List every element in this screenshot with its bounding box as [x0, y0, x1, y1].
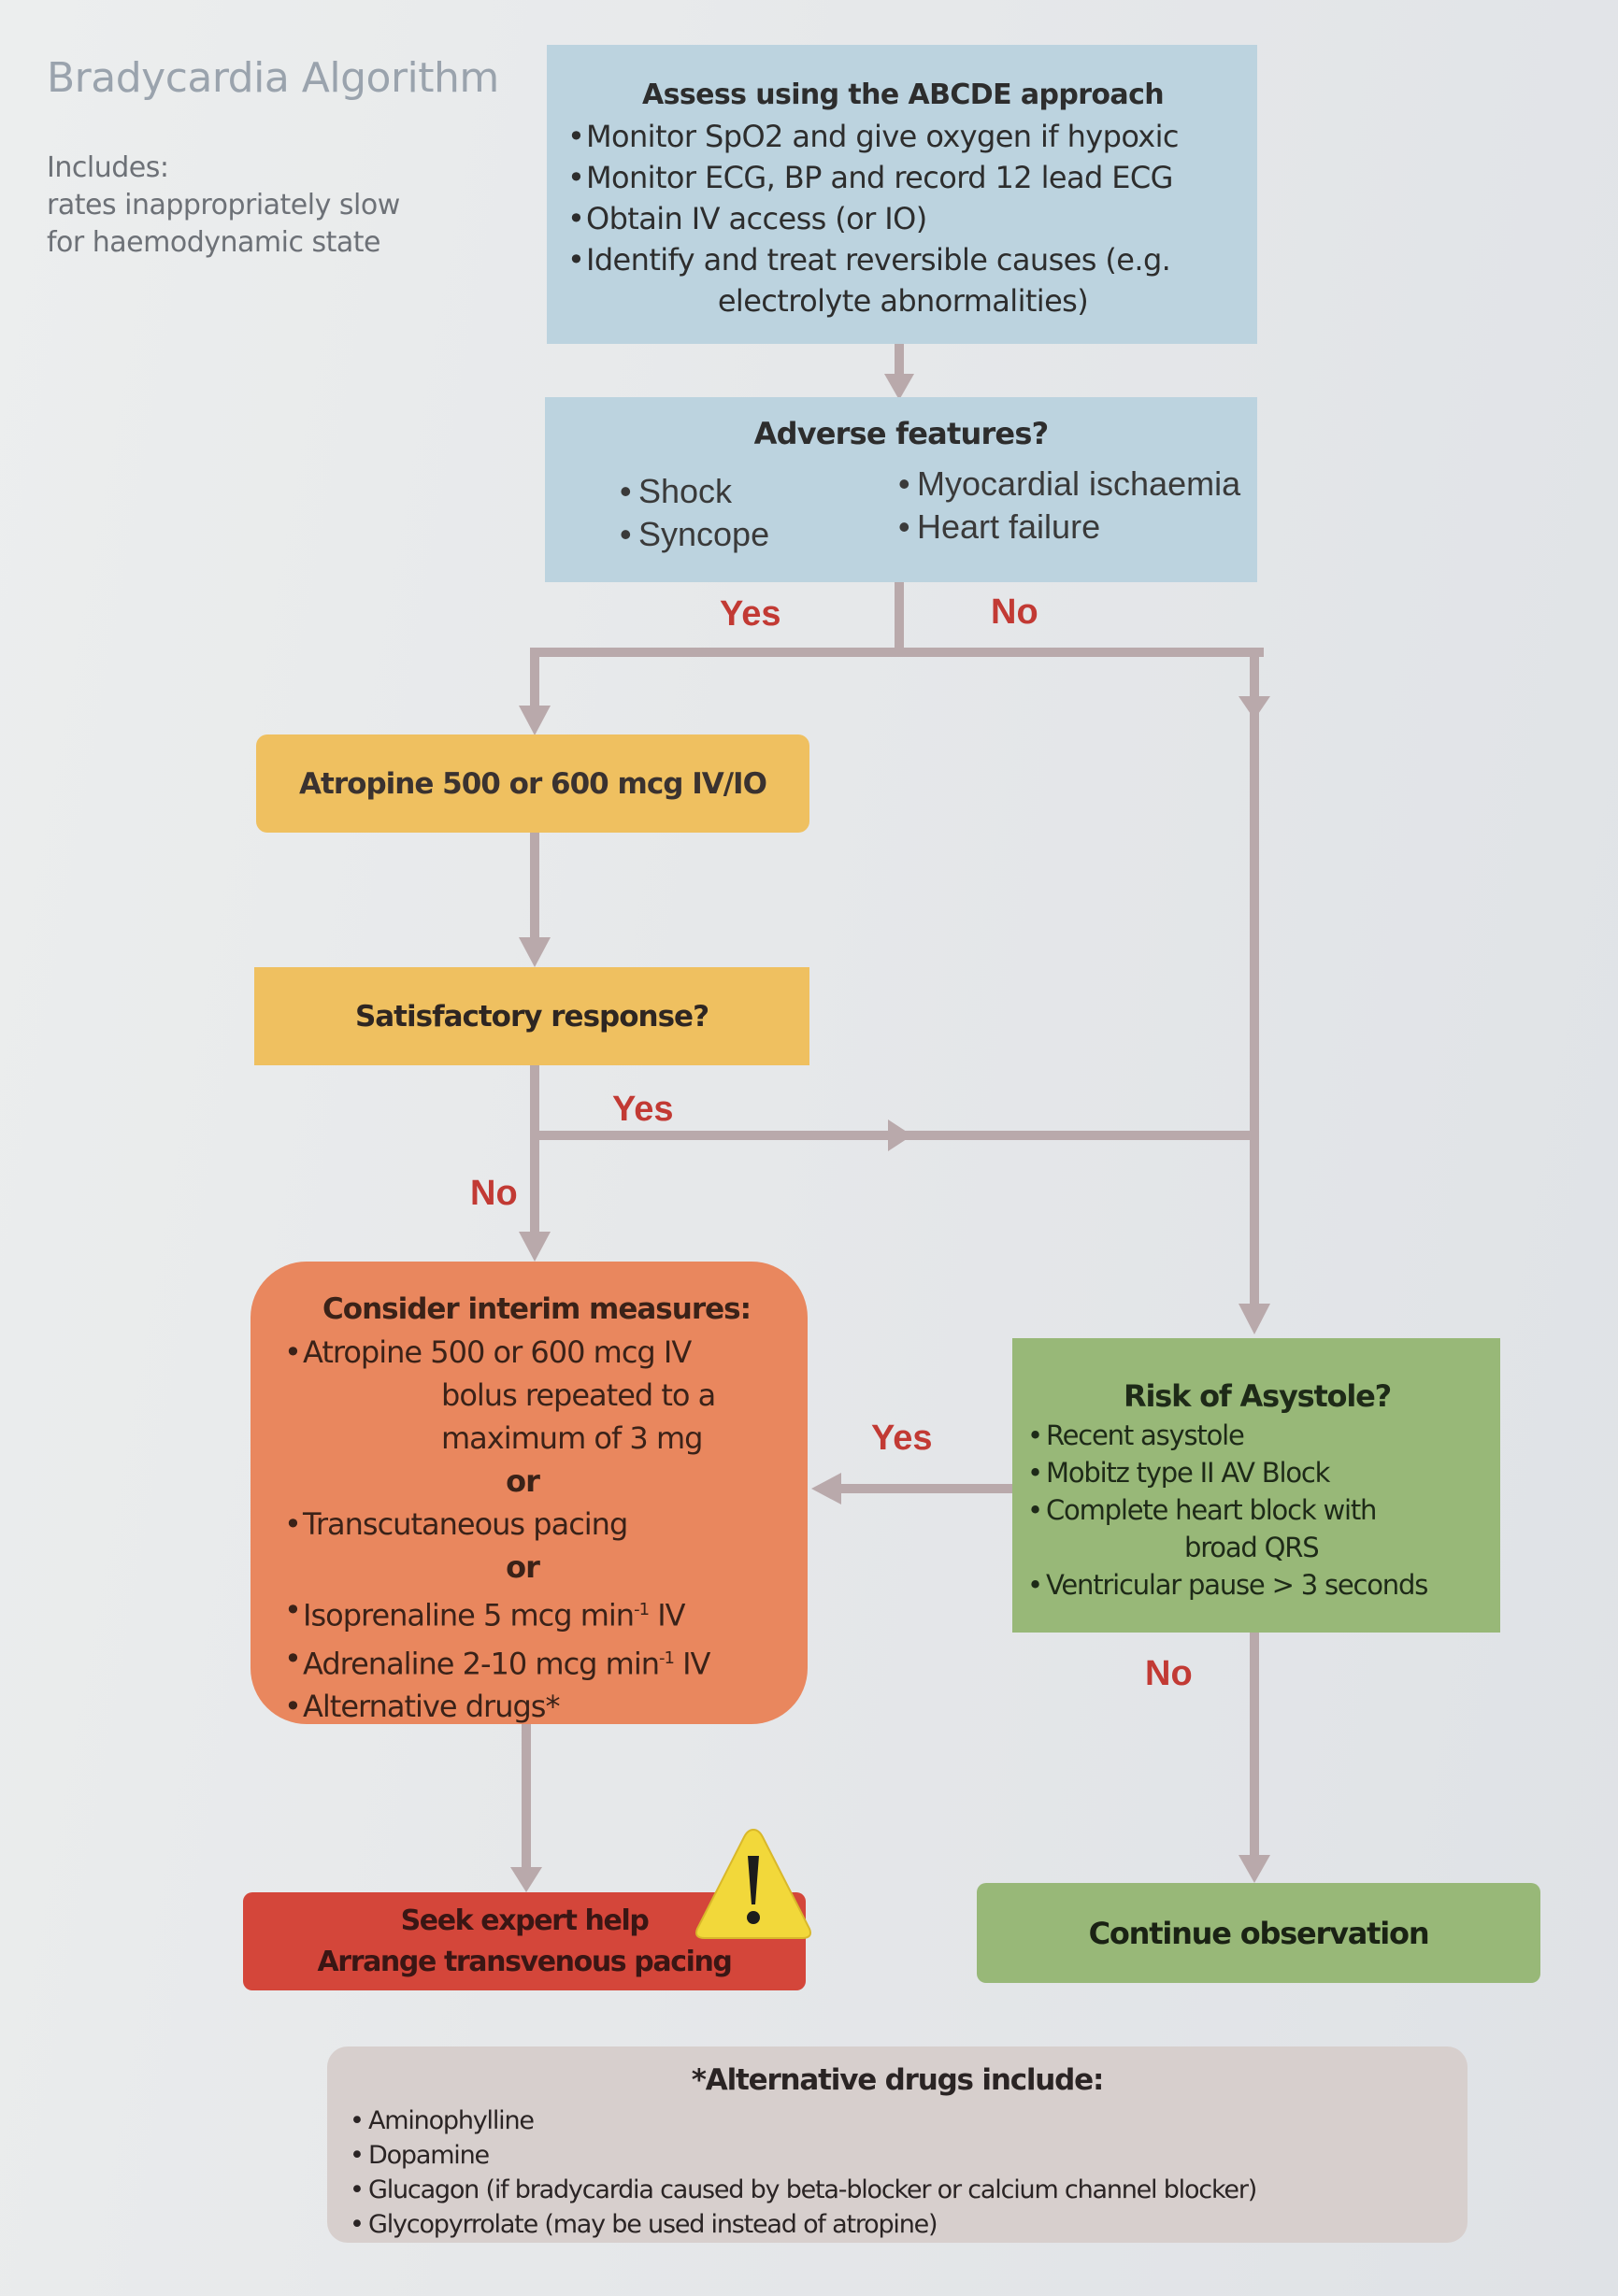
assess-item: Obtain IV access (or IO) — [567, 198, 1239, 239]
response-no-label: No — [470, 1174, 518, 1213]
assess-list: Monitor SpO2 and give oxygen if hypoxic … — [567, 116, 1239, 321]
response-yes-label: Yes — [612, 1090, 674, 1129]
asystole-no-label: No — [1145, 1654, 1193, 1693]
arrowhead-down — [1239, 1855, 1270, 1883]
asystole-item: Mobitz type II AV Block — [1027, 1454, 1487, 1491]
alternative-drug-item: Glucagon (if bradycardia caused by beta-… — [350, 2173, 1445, 2207]
interim-item: Transcutaneous pacing — [284, 1503, 789, 1546]
arrowhead-down — [519, 706, 551, 735]
assess-item-continuation: electrolyte abnormalities) — [717, 283, 1089, 319]
interim-item-text: Adrenaline 2-10 mcg min — [303, 1646, 660, 1682]
adverse-item: Syncope — [620, 513, 769, 556]
includes-label: Includes: — [47, 151, 169, 184]
asystole-item: Ventricular pause > 3 seconds — [1027, 1566, 1487, 1604]
warning-icon — [695, 1828, 811, 1939]
connector-adverse-split — [895, 582, 904, 655]
connector-asystole-yes — [830, 1484, 1012, 1493]
includes-line: rates inappropriately slow — [47, 189, 400, 221]
asystole-item-continuation: broad QRS — [1184, 1532, 1320, 1563]
connector-split-horizontal — [530, 648, 1264, 657]
arrowhead-down — [884, 374, 914, 400]
includes-line: for haemodynamic state — [47, 226, 380, 259]
expert-line2: Arrange transvenous pacing — [317, 1945, 732, 1978]
alternative-drug-item: Aminophylline — [350, 2103, 1445, 2138]
interim-list: Atropine 500 or 600 mcg IV bolus repeate… — [284, 1331, 789, 1728]
arrowhead-down — [519, 1232, 551, 1262]
interim-item: Atropine 500 or 600 mcg IV — [284, 1331, 789, 1374]
assess-item: Identify and treat reversible causes (e.… — [567, 239, 1239, 280]
arrowhead-down — [510, 1867, 542, 1892]
asystole-heading: Risk of Asystole? — [1124, 1378, 1392, 1414]
assess-item: Monitor ECG, BP and record 12 lead ECG — [567, 157, 1239, 198]
connector-no-to-asystole — [1250, 648, 1259, 1311]
alternative-drugs-heading: *Alternative drugs include: — [691, 2063, 1105, 2097]
interim-heading: Consider interim measures: — [322, 1292, 752, 1326]
connector-asystole-no — [1250, 1633, 1259, 1861]
asystole-item: Complete heart block with — [1027, 1491, 1487, 1529]
alternative-drugs-list: Aminophylline Dopamine Glucagon (if brad… — [350, 2103, 1445, 2242]
adverse-right-list: Myocardial ischaemia Heart failure — [898, 463, 1240, 549]
connector-atropine-response — [530, 833, 539, 945]
connector-to-atropine — [530, 648, 539, 713]
expert-help-box: Seek expert help Arrange transvenous pac… — [243, 1892, 806, 1990]
adverse-item: Shock — [620, 470, 769, 513]
assess-heading: Assess using the ABCDE approach — [641, 78, 1165, 111]
arrowhead-right — [888, 1119, 912, 1151]
adverse-features-box: Adverse features? Shock Syncope Myocardi… — [545, 397, 1257, 582]
atropine-box: Atropine 500 or 600 mcg IV/IO — [256, 734, 809, 833]
alternative-drug-item: Glycopyrrolate (may be used instead of a… — [350, 2207, 1445, 2242]
response-text: Satisfactory response? — [354, 999, 709, 1034]
connector-interim-expert — [522, 1724, 531, 1874]
assess-box: Assess using the ABCDE approach Monitor … — [547, 45, 1257, 344]
interim-item: Alternative drugs* — [284, 1685, 789, 1728]
superscript: -1 — [634, 1600, 650, 1619]
page-title: Bradycardia Algorithm — [47, 54, 499, 102]
asystole-list: Recent asystole Mobitz type II AV Block … — [1027, 1417, 1487, 1604]
continue-observation-box: Continue observation — [977, 1883, 1540, 1983]
connector-response-interim — [530, 1065, 539, 1238]
alternative-drugs-box: *Alternative drugs include: Aminophyllin… — [327, 2046, 1468, 2243]
adverse-heading: Adverse features? — [753, 416, 1050, 451]
adverse-yes-label: Yes — [720, 594, 781, 634]
interim-measures-box: Consider interim measures: Atropine 500 … — [251, 1262, 808, 1728]
interim-item-continuation: bolus repeated to a — [441, 1377, 716, 1413]
superscript: -1 — [658, 1647, 675, 1668]
interim-item-text: IV — [673, 1646, 710, 1682]
continue-observation-text: Continue observation — [1088, 1915, 1430, 1951]
interim-item: Isoprenaline 5 mcg min-1 IV — [284, 1589, 789, 1637]
asystole-yes-label: Yes — [871, 1419, 933, 1458]
includes-note: Includes: rates inappropriately slow for… — [47, 150, 400, 262]
arrowhead-down — [1239, 1304, 1270, 1334]
interim-or: or — [506, 1549, 540, 1585]
interim-item-text: Isoprenaline 5 mcg min — [303, 1597, 635, 1633]
adverse-no-label: No — [991, 592, 1038, 632]
asystole-risk-box: Risk of Asystole? Recent asystole Mobitz… — [1012, 1338, 1500, 1633]
response-box: Satisfactory response? — [254, 967, 809, 1065]
interim-item-continuation: maximum of 3 mg — [441, 1420, 703, 1456]
adverse-item: Myocardial ischaemia — [898, 463, 1240, 506]
interim-or: or — [506, 1463, 540, 1499]
arrowhead-down — [1239, 696, 1270, 720]
expert-line1: Seek expert help — [400, 1904, 650, 1937]
alternative-drug-item: Dopamine — [350, 2138, 1445, 2173]
interim-item: Adrenaline 2-10 mcg min-1 IV — [284, 1637, 789, 1686]
atropine-text: Atropine 500 or 600 mcg IV/IO — [299, 766, 767, 801]
interim-item-text: IV — [649, 1597, 685, 1633]
adverse-left-list: Shock Syncope — [620, 470, 769, 556]
asystole-item: Recent asystole — [1027, 1417, 1487, 1454]
connector-assess-adverse — [895, 344, 904, 379]
arrowhead-down — [519, 937, 551, 967]
assess-item: Monitor SpO2 and give oxygen if hypoxic — [567, 116, 1239, 157]
arrowhead-left — [811, 1473, 841, 1505]
adverse-item: Heart failure — [898, 506, 1240, 549]
